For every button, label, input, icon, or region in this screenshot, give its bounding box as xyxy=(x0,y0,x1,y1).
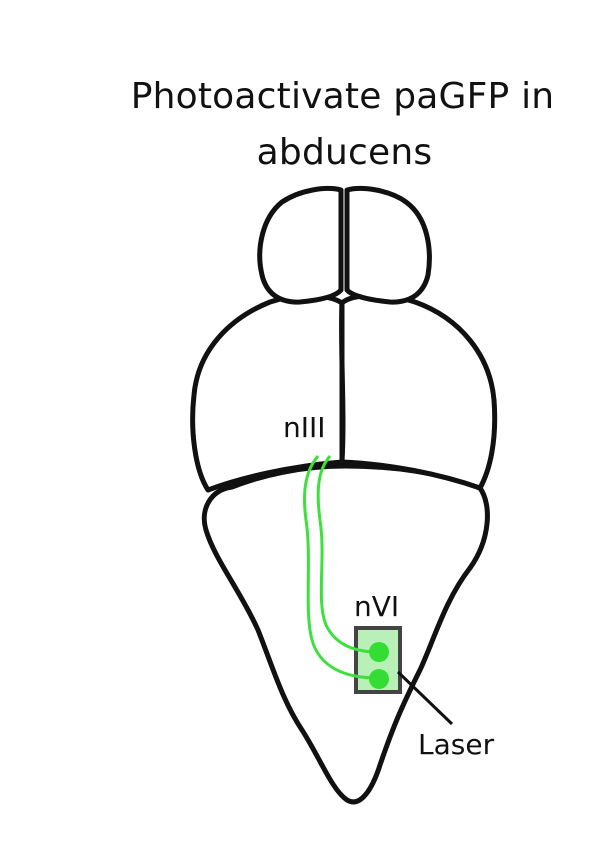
nIII-label: nIII xyxy=(283,411,326,444)
laser-label: Laser xyxy=(418,728,495,761)
midline xyxy=(339,299,346,463)
tectum-left-lobe xyxy=(190,293,345,493)
diagram-title-line-1: Photoactivate paGFP in xyxy=(130,76,555,117)
tectum-right-lobe xyxy=(339,292,498,491)
forebrain-left-lobe xyxy=(257,186,344,305)
diagram-title-line-2: abducens xyxy=(256,132,433,173)
abducens-cell-lower xyxy=(369,669,389,689)
abducens-cell-upper xyxy=(369,642,389,662)
nVI-label: nVI xyxy=(354,590,399,623)
axon-upper xyxy=(316,455,379,654)
forebrain-right-lobe xyxy=(344,186,432,305)
laser-pointer-line xyxy=(396,670,454,726)
axon-lower xyxy=(303,455,379,680)
